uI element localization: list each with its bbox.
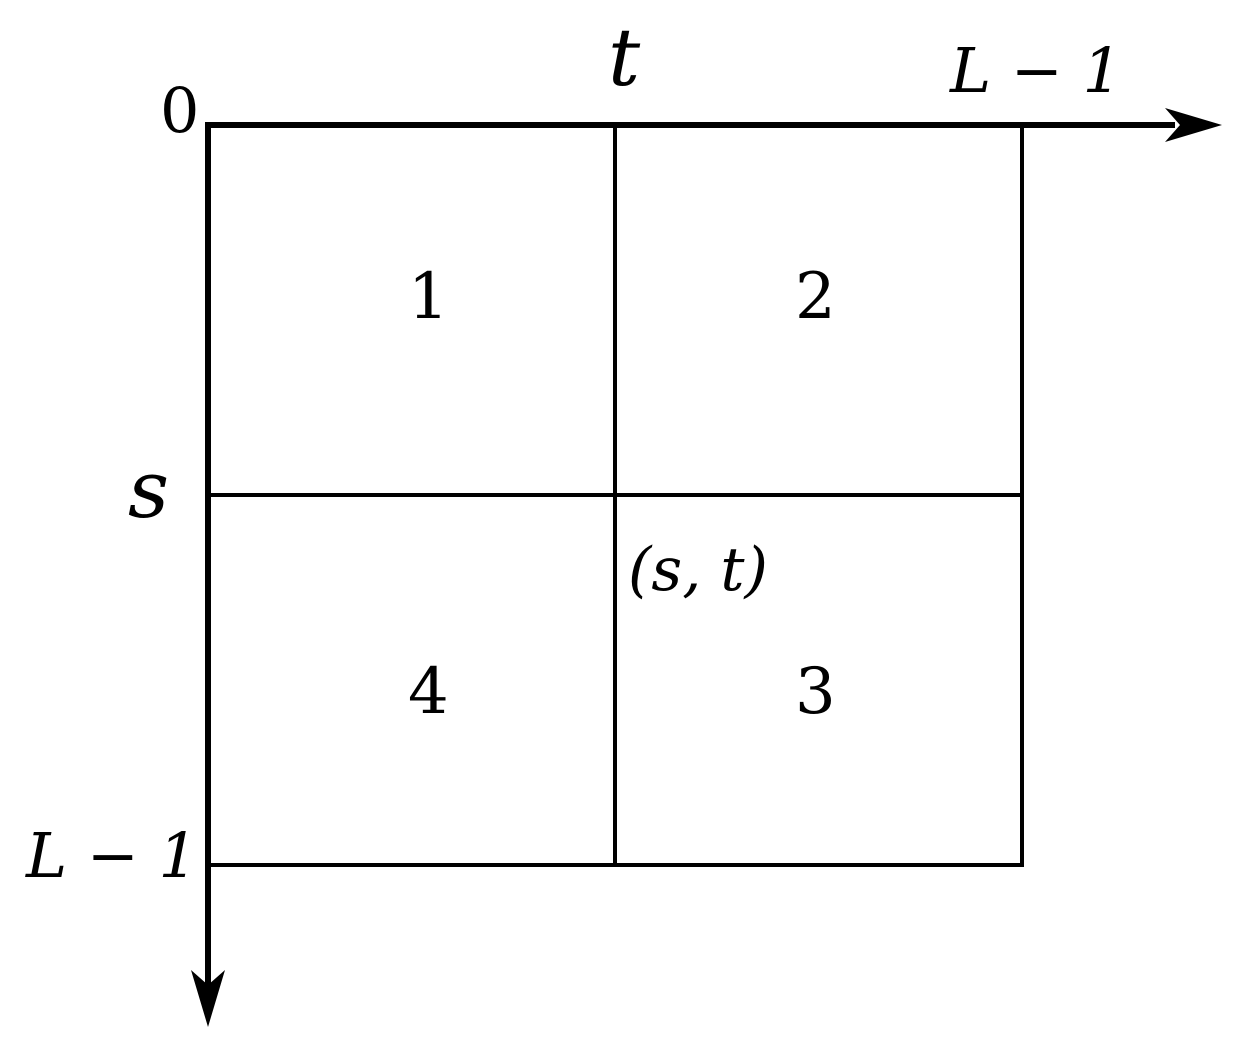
quadrant-4-label: 4 [408, 655, 449, 729]
vertical-end-label: L − 1 [26, 819, 198, 892]
quadrant-3-label: 3 [795, 655, 836, 729]
point-st-label: (s, t) [628, 535, 768, 605]
horizontal-end-label: L − 1 [950, 34, 1122, 107]
quadrant-1-label: 1 [408, 260, 449, 334]
t-axis-label: t [608, 11, 641, 104]
vertical-axis-arrowhead [191, 970, 225, 1027]
s-axis-label: s [128, 443, 170, 536]
horizontal-axis-arrowhead [1165, 108, 1222, 142]
origin-label: 0 [160, 74, 200, 147]
quadrant-2-label: 2 [795, 260, 836, 334]
